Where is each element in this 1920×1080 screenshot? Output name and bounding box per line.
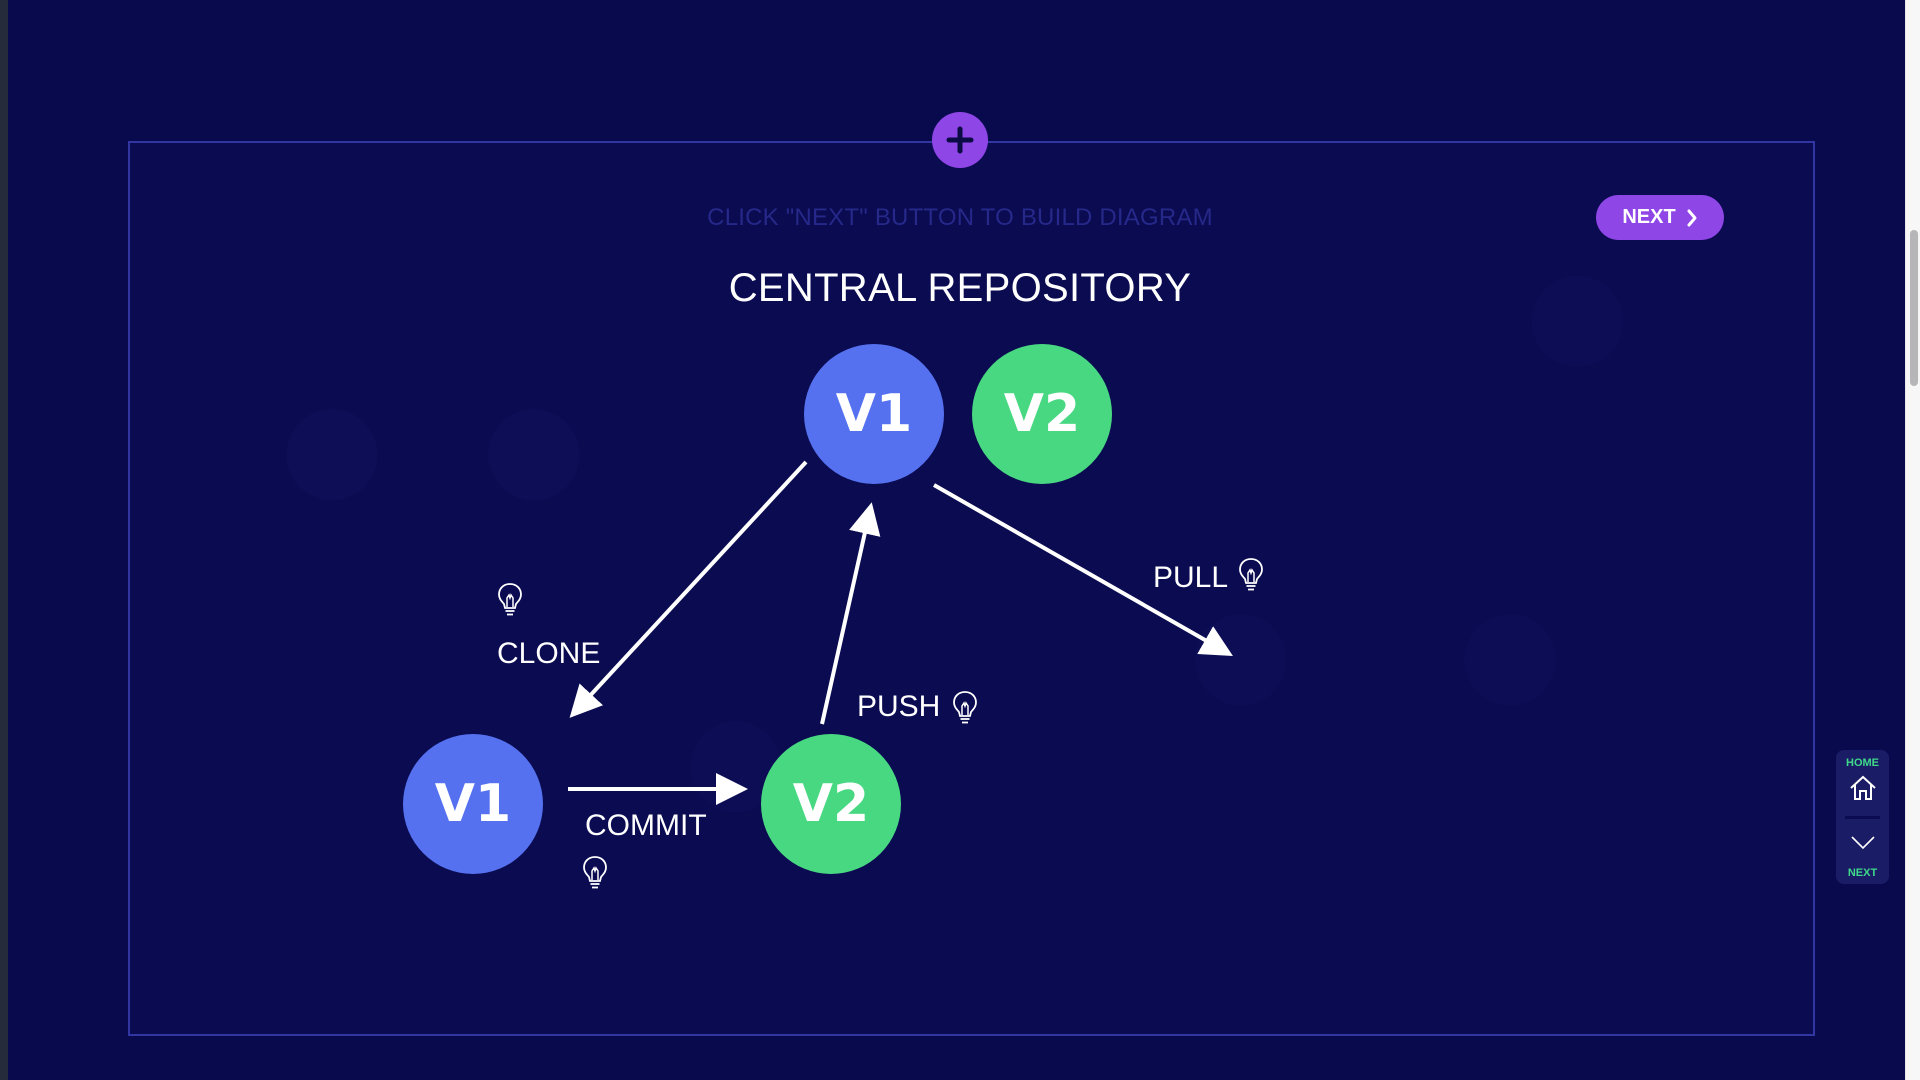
vertical-scrollbar[interactable] [1905,0,1920,1080]
commit-label: COMMIT [585,809,707,842]
next-label[interactable]: NEXT [1847,867,1878,879]
home-icon[interactable] [1849,774,1877,802]
scrollbar-thumb[interactable] [1910,230,1918,386]
node-label: V2 [792,774,870,834]
push-label: PUSH [857,690,941,723]
next-button[interactable]: NEXT [1596,195,1724,240]
lightbulb-icon[interactable] [952,690,978,726]
local-node-v1[interactable]: V1 [403,734,543,874]
window-edge [0,0,8,1080]
lightbulb-icon[interactable] [1238,557,1264,593]
instruction-text: CLICK "NEXT" BUTTON TO BUILD DIAGRAM [707,204,1213,231]
clone-label: CLONE [497,637,601,670]
lightbulb-icon[interactable] [582,855,608,891]
add-button[interactable] [932,112,988,168]
next-button-label: NEXT [1622,206,1676,228]
chevron-down-icon[interactable] [1849,832,1877,854]
chevron-right-icon [1687,209,1697,226]
local-node-v2[interactable]: V2 [761,734,901,874]
central-node-v1[interactable]: V1 [804,344,944,484]
home-label: HOME [1846,757,1879,769]
pull-label: PULL [1153,561,1229,594]
central-node-v2[interactable]: V2 [972,344,1112,484]
nav-divider [1845,816,1880,819]
node-label: V1 [835,384,913,444]
side-nav: HOME NEXT [1836,750,1889,884]
diagram-title: CENTRAL REPOSITORY [728,266,1192,310]
node-label: V1 [434,774,512,834]
node-label: V2 [1003,384,1081,444]
lightbulb-icon[interactable] [497,582,523,618]
plus-icon [946,126,974,154]
